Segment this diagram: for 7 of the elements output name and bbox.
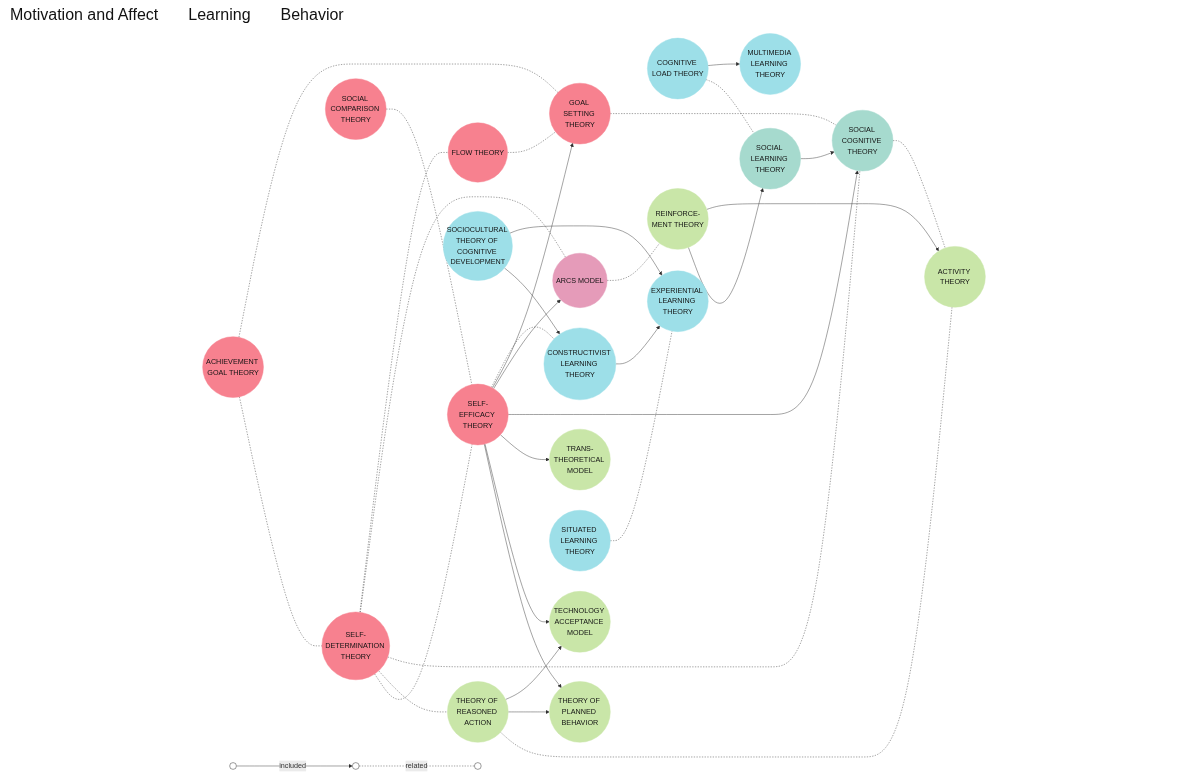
node-circle [352,762,360,770]
group-label: Motivation and Affect [10,6,159,24]
node-circle [229,762,237,770]
group-label: Behavior [280,6,344,24]
connector [387,170,861,668]
group-label: Learning [188,6,251,24]
node-circle [474,762,482,770]
